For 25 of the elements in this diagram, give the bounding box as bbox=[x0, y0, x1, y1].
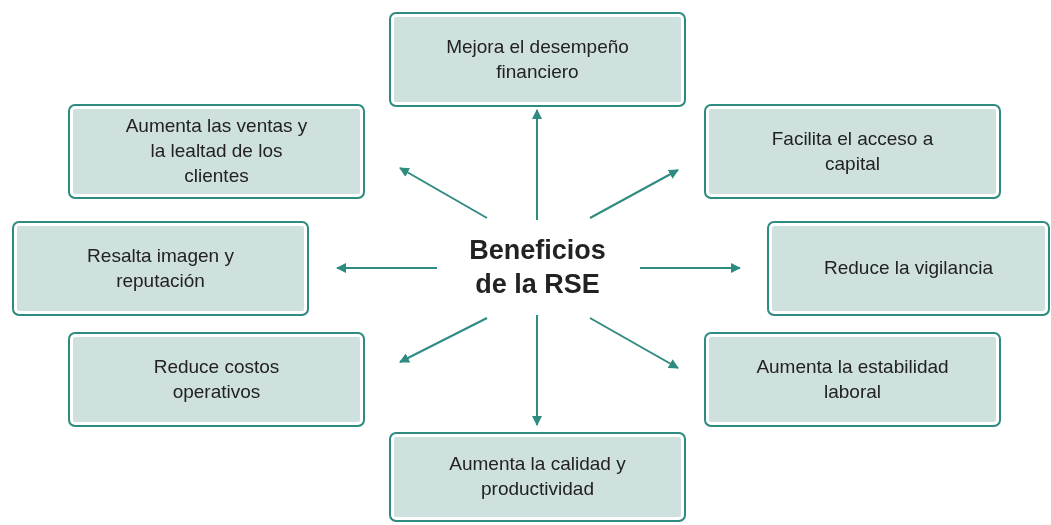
benefit-box bbox=[12, 221, 309, 316]
benefit-text: Facilita el acceso a capital bbox=[770, 126, 935, 176]
arrow bbox=[639, 263, 741, 273]
benefit-text: Aumenta la calidad y productividad bbox=[448, 452, 627, 501]
arrow bbox=[532, 109, 542, 221]
benefit-box bbox=[704, 332, 1001, 427]
benefit-box bbox=[389, 12, 686, 107]
benefit-text: Resalta imagen y reputación bbox=[86, 243, 235, 293]
arrow bbox=[589, 317, 679, 369]
benefit-text: Aumenta la estabilidad laboral bbox=[755, 354, 950, 404]
benefit-box bbox=[389, 432, 686, 522]
benefit-text: Mejora el desempeño financiero bbox=[445, 34, 630, 84]
benefit-text: Reduce costos operativos bbox=[152, 354, 281, 404]
benefit-box bbox=[68, 332, 365, 427]
arrow bbox=[336, 263, 438, 273]
benefit-box bbox=[704, 104, 1001, 199]
benefit-text: Reduce la vigilancia bbox=[824, 256, 993, 281]
benefit-box bbox=[68, 104, 365, 199]
arrow bbox=[399, 317, 488, 363]
arrow bbox=[532, 314, 542, 426]
arrow bbox=[399, 167, 488, 219]
benefit-box bbox=[767, 221, 1050, 316]
arrow bbox=[589, 169, 679, 219]
benefit-text: Aumenta las ventas y la lealtad de los clientes bbox=[124, 114, 309, 188]
topic-title: Beneficios de la RSE bbox=[468, 234, 607, 301]
